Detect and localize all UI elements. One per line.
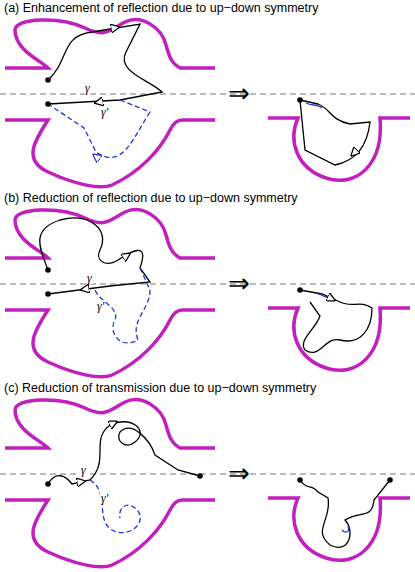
path-label: γ' <box>100 492 109 504</box>
panel-a <box>0 20 415 187</box>
path-label: γ' <box>96 300 105 312</box>
panel-title: (b) Reduction of reflection due to up−do… <box>4 192 298 205</box>
path-label: γ <box>86 272 93 284</box>
path-label: γ <box>80 464 87 476</box>
panel-title: (c) Reduction of transmission due to up−… <box>4 382 316 395</box>
implies-arrow: ⇒ <box>228 460 250 486</box>
panel-title: (a) Enhancement of reflection due to up−… <box>4 2 318 15</box>
panel-b <box>0 210 415 377</box>
implies-arrow: ⇒ <box>228 270 250 296</box>
implies-arrow: ⇒ <box>228 80 250 106</box>
panel-c <box>0 400 415 567</box>
path-label: γ <box>84 82 91 94</box>
path-label: γ' <box>100 106 109 118</box>
